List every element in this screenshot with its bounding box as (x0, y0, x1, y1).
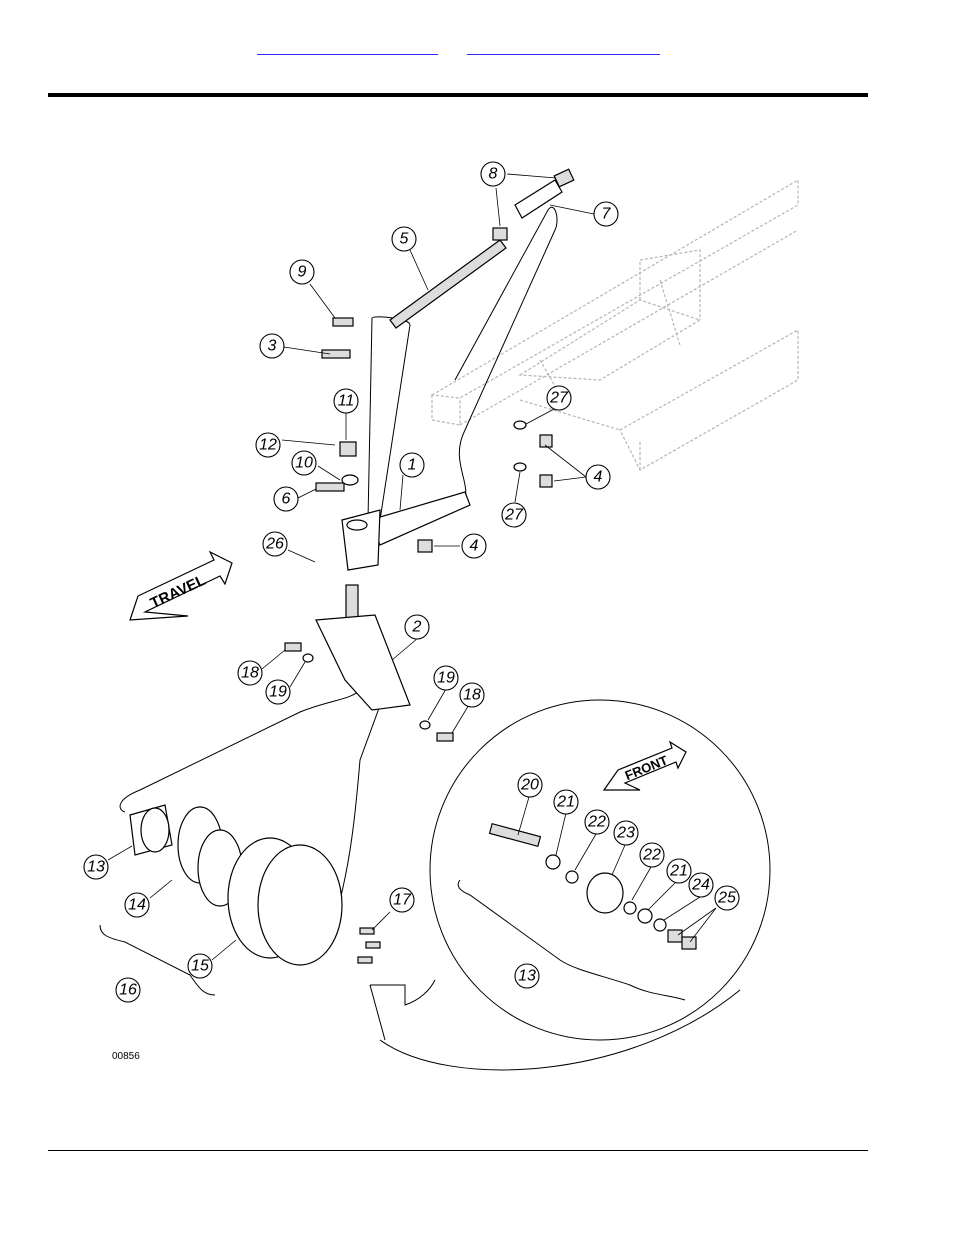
callout-9: 9 (290, 260, 314, 284)
callout-27a: 27 (547, 386, 571, 410)
callout-22b: 22 (640, 843, 664, 867)
callout-19a: 19 (266, 680, 290, 704)
svg-text:13: 13 (87, 859, 105, 876)
svg-text:19: 19 (437, 670, 455, 687)
callout-26: 26 (263, 532, 287, 556)
callout-13b: 13 (515, 964, 539, 988)
svg-text:25: 25 (717, 890, 736, 907)
svg-text:20: 20 (520, 777, 539, 794)
svg-text:13: 13 (518, 968, 536, 985)
svg-text:7: 7 (602, 206, 612, 223)
callout-6: 6 (274, 487, 298, 511)
svg-text:12: 12 (259, 437, 277, 454)
svg-text:17: 17 (393, 892, 412, 909)
svg-text:8: 8 (489, 166, 498, 183)
callout-17: 17 (390, 888, 414, 912)
callout-19b: 19 (434, 666, 458, 690)
callout-27b: 27 (502, 503, 526, 527)
callout-3: 3 (260, 334, 284, 358)
svg-text:21: 21 (556, 794, 575, 811)
callout-18a: 18 (238, 661, 262, 685)
svg-text:4: 4 (470, 538, 479, 555)
callout-18b: 18 (460, 683, 484, 707)
travel-arrow: TRAVEL (130, 552, 232, 620)
svg-text:18: 18 (463, 687, 481, 704)
svg-text:18: 18 (241, 665, 259, 682)
callout-10: 10 (292, 451, 316, 475)
svg-text:9: 9 (298, 264, 307, 281)
callout-4b: 4 (586, 465, 610, 489)
svg-text:16: 16 (119, 982, 137, 999)
callout-16: 16 (116, 978, 140, 1002)
svg-text:27: 27 (549, 390, 569, 407)
front-arrow: FRONT (604, 742, 686, 790)
callout-25: 25 (715, 886, 739, 910)
svg-text:26: 26 (265, 536, 284, 553)
callout-20: 20 (518, 773, 542, 797)
callout-12: 12 (256, 433, 280, 457)
svg-text:4: 4 (594, 469, 603, 486)
callout-21a: 21 (554, 790, 578, 814)
front-label: FRONT (623, 752, 670, 783)
figure-id: 00856 (112, 1051, 140, 1062)
callout-11: 11 (334, 389, 358, 413)
implement-frame (432, 180, 798, 470)
callout-24: 24 (689, 873, 713, 897)
svg-text:19: 19 (269, 684, 287, 701)
callout-13a: 13 (84, 855, 108, 879)
svg-text:2: 2 (412, 619, 422, 636)
callout-8: 8 (481, 162, 505, 186)
callout-1: 1 (400, 453, 424, 477)
svg-text:11: 11 (338, 393, 355, 410)
svg-text:15: 15 (191, 958, 209, 975)
svg-text:24: 24 (691, 877, 710, 894)
callout-4a: 4 (462, 534, 486, 558)
svg-text:3: 3 (268, 338, 277, 355)
callout-7: 7 (594, 202, 618, 226)
svg-text:14: 14 (128, 897, 146, 914)
callout-15: 15 (188, 954, 212, 978)
svg-text:23: 23 (616, 825, 635, 842)
callout-5: 5 (392, 227, 416, 251)
callout-14: 14 (125, 893, 149, 917)
svg-text:22: 22 (587, 814, 606, 831)
svg-text:1: 1 (408, 457, 417, 474)
svg-text:27: 27 (504, 507, 524, 524)
svg-text:5: 5 (400, 231, 409, 248)
callout-2: 2 (405, 615, 429, 639)
svg-text:6: 6 (282, 491, 291, 508)
callout-22a: 22 (585, 810, 609, 834)
svg-text:21: 21 (669, 863, 688, 880)
callout-23: 23 (614, 821, 638, 845)
svg-text:22: 22 (642, 847, 661, 864)
svg-text:10: 10 (295, 455, 313, 472)
callout-21b: 21 (667, 859, 691, 883)
